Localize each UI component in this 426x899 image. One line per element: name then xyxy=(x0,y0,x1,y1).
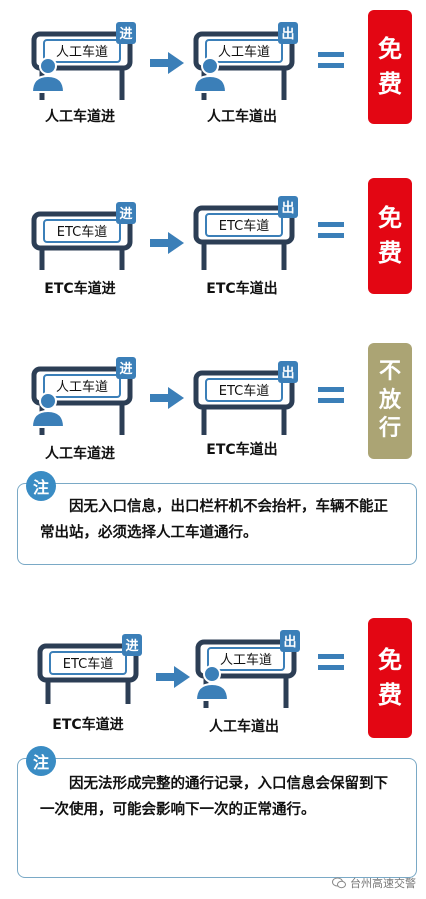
exit-caption-4: 人工车道出 xyxy=(209,719,279,735)
note-box-2: 注 因无法形成完整的通行记录，入口信息会保留到下一次使用，可能会影响下一次的正常… xyxy=(17,746,417,878)
entry-sign-4: ETC车道 xyxy=(62,657,114,672)
person-icon xyxy=(192,57,228,93)
entry-caption-2: ETC车道进 xyxy=(44,281,116,297)
entry-gate-2 xyxy=(31,202,136,270)
watermark: 台州高速交警 xyxy=(332,875,416,891)
entry-badge-4: 进 xyxy=(125,639,139,654)
wechat-icon xyxy=(332,877,346,889)
watermark-text: 台州高速交警 xyxy=(350,877,416,890)
exit-sign-2: ETC车道 xyxy=(218,219,270,234)
entry-sign-1: 人工车道 xyxy=(55,45,108,60)
exit-badge-3: 出 xyxy=(281,366,295,381)
entry-badge-2: 进 xyxy=(119,207,133,222)
person-icon xyxy=(30,392,66,428)
entry-badge-3: 进 xyxy=(119,362,133,377)
exit-sign-1: 人工车道 xyxy=(217,45,270,60)
equals-icon xyxy=(318,654,344,670)
exit-caption-3: ETC车道出 xyxy=(206,442,278,458)
arrow-icon xyxy=(150,387,184,409)
scenario-row-2: ETC车道 进 ETC车道进 ETC车道 出 ETC车道出 免费 xyxy=(0,170,426,310)
scenario-row-4: ETC车道 进 ETC车道进 人工车道 出 人工车道出 免费 xyxy=(0,612,426,742)
entry-sign-2: ETC车道 xyxy=(56,225,108,240)
exit-badge-1: 出 xyxy=(281,27,295,42)
entry-caption-3: 人工车道进 xyxy=(45,446,115,462)
result-badge-2: 免费 xyxy=(368,178,412,294)
scenario-row-1: 人工车道 进 人工车道进 人工车道 出 人工车道出 免费 xyxy=(0,0,426,160)
scenario-row-3: 人工车道 进 人工车道进 ETC车道 出 ETC车道出 不放行 xyxy=(0,335,426,465)
exit-gate-1 xyxy=(192,22,298,100)
entry-gate-4 xyxy=(37,634,142,704)
exit-gate-4 xyxy=(194,630,300,708)
entry-caption-1: 人工车道进 xyxy=(45,109,115,125)
entry-caption-4: ETC车道进 xyxy=(52,717,124,733)
entry-sign-3: 人工车道 xyxy=(55,380,108,395)
arrow-icon xyxy=(150,52,184,74)
arrow-icon xyxy=(150,232,184,254)
note-badge-2: 注 xyxy=(26,746,56,776)
exit-caption-1: 人工车道出 xyxy=(207,109,277,125)
exit-caption-2: ETC车道出 xyxy=(206,281,278,297)
entry-badge-1: 进 xyxy=(119,27,133,42)
entry-gate-1 xyxy=(30,22,136,100)
person-icon xyxy=(194,665,230,701)
exit-gate-3 xyxy=(193,361,298,435)
result-badge-3: 不放行 xyxy=(368,343,412,459)
person-icon xyxy=(30,57,66,93)
result-badge-1: 免费 xyxy=(368,10,412,124)
entry-gate-3 xyxy=(30,357,136,435)
exit-sign-4: 人工车道 xyxy=(219,653,272,668)
exit-gate-2 xyxy=(193,196,298,270)
equals-icon xyxy=(318,52,344,68)
note-text-1: 因无入口信息，出口栏杆机不会抬杆，车辆不能正常出站，必须选择人工车道通行。 xyxy=(40,499,388,541)
note-text-2: 因无法形成完整的通行记录，入口信息会保留到下一次使用，可能会影响下一次的正常通行… xyxy=(40,776,388,818)
exit-badge-2: 出 xyxy=(281,201,295,216)
equals-icon xyxy=(318,222,344,238)
note-box-1: 注 因无入口信息，出口栏杆机不会抬杆，车辆不能正常出站，必须选择人工车道通行。 xyxy=(17,471,417,565)
equals-icon xyxy=(318,387,344,403)
exit-sign-3: ETC车道 xyxy=(218,384,270,399)
arrow-icon xyxy=(156,666,190,688)
result-badge-4: 免费 xyxy=(368,618,412,738)
note-badge-1: 注 xyxy=(26,471,56,501)
exit-badge-4: 出 xyxy=(283,635,297,650)
